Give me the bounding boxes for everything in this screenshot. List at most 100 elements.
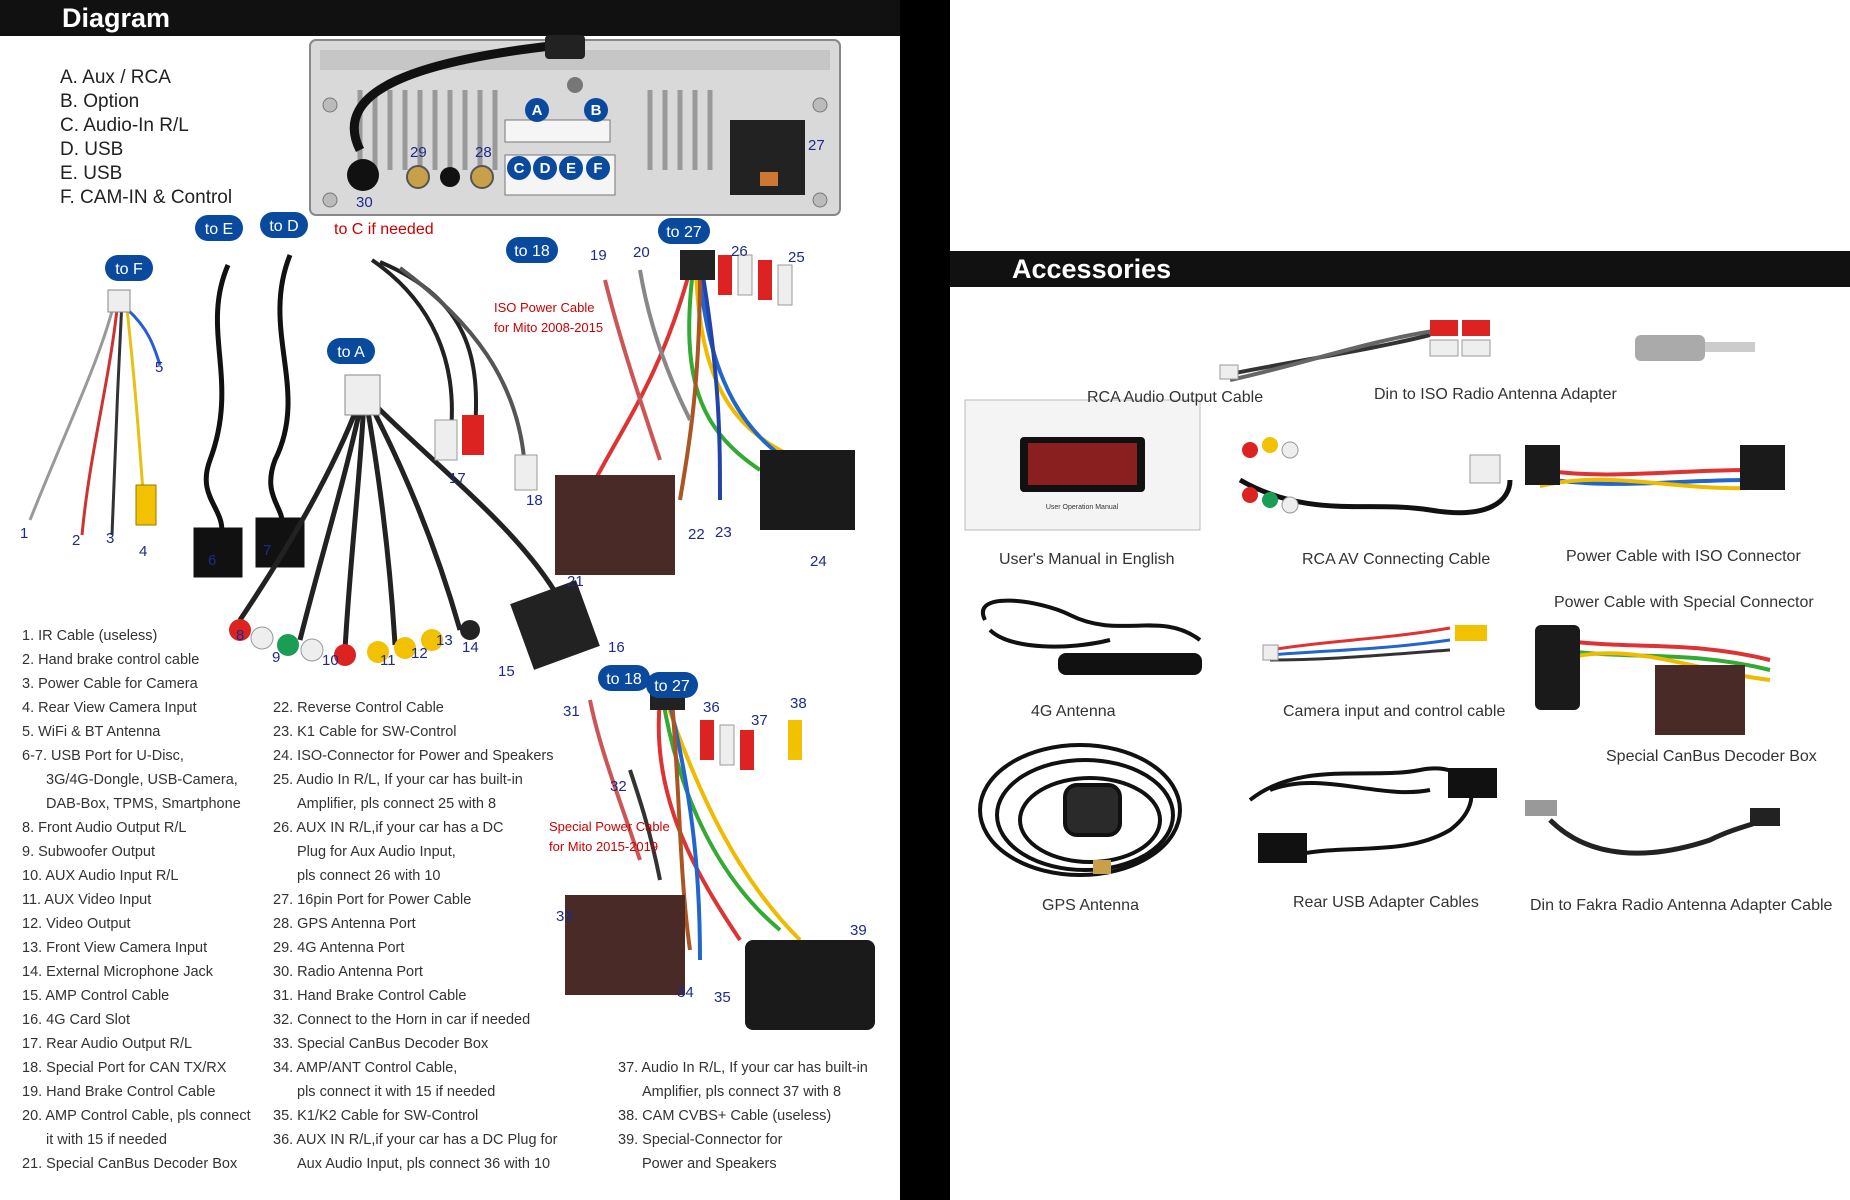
rear-audio-output-cable	[370, 258, 538, 491]
list-item: 38. CAM CVBS+ Cable (useless)	[618, 1108, 832, 1124]
list-item: 6-7. USB Port for U-Disc,	[22, 748, 184, 764]
cable-list-column-1: 1. IR Cable (useless) 2. Hand brake cont…	[22, 624, 251, 1176]
svg-text:27: 27	[808, 137, 825, 154]
svg-text:28: 28	[475, 144, 492, 161]
svg-text:D: D	[540, 160, 551, 177]
accessory-label: Power Cable with Special Connector	[1554, 594, 1814, 611]
special-power-cable	[565, 680, 875, 1030]
note-special-cable: Special Power Cable	[549, 819, 670, 834]
svg-text:2: 2	[72, 532, 80, 549]
list-item: 32. Connect to the Horn in car if needed	[273, 1012, 531, 1028]
head-unit-back: A B C D E F 29 28 27 30	[309, 35, 841, 216]
panel-divider	[900, 0, 950, 1200]
canbus-decoder-box-21	[555, 475, 675, 575]
svg-text:4: 4	[139, 543, 147, 560]
rca-av-cable-image	[1238, 437, 1513, 516]
svg-text:8: 8	[236, 627, 244, 644]
accessory-label: Din to ISO Radio Antenna Adapter	[1374, 386, 1617, 403]
svg-text:30: 30	[356, 194, 373, 211]
accessories-header: Accessories	[950, 251, 1850, 287]
list-item: 1. IR Cable (useless)	[22, 628, 158, 644]
diagram-header: Diagram	[0, 0, 900, 36]
list-item: Amplifier, pls connect 25 with 8	[297, 796, 497, 812]
list-item: 24. ISO-Connector for Power and Speakers	[273, 748, 554, 764]
svg-text:12: 12	[411, 645, 428, 662]
list-item: 27. 16pin Port for Power Cable	[273, 892, 472, 908]
list-item: 19. Hand Brake Control Cable	[22, 1084, 216, 1100]
list-item: 15. AMP Control Cable	[22, 988, 170, 1004]
accessory-label: RCA AV Connecting Cable	[1302, 551, 1491, 568]
svg-text:26: 26	[731, 243, 748, 260]
port-badges: A B C D E F	[507, 98, 610, 180]
list-item: 4. Rear View Camera Input	[22, 700, 197, 716]
svg-text:20: 20	[633, 244, 650, 261]
list-item: Plug for Aux Audio Input,	[297, 844, 456, 860]
gps-antenna-image	[978, 743, 1182, 877]
list-item: 12. Video Output	[22, 916, 131, 932]
cable-number-markers: 1 2 3 4 5 6 7 8 9 10 11 12 13 14 15 16 1…	[20, 243, 867, 1006]
rear-usb-cables-image	[1248, 766, 1497, 863]
svg-text:E: E	[566, 160, 576, 177]
accessory-label: Din to Fakra Radio Antenna Adapter Cable	[1530, 897, 1833, 914]
accessory-label: Rear USB Adapter Cables	[1293, 894, 1479, 911]
note-iso-cable: for Mito 2008-2015	[494, 320, 603, 335]
svg-text:3: 3	[106, 530, 114, 547]
svg-text:C: C	[514, 160, 525, 177]
port-legend: A. Aux / RCA B. Option C. Audio-In R/L D…	[60, 66, 232, 210]
usb-cables	[193, 254, 305, 578]
camera-control-cable	[28, 289, 162, 536]
list-item: 35. K1/K2 Cable for SW-Control	[273, 1108, 479, 1124]
list-item: 33. Special CanBus Decoder Box	[273, 1036, 489, 1052]
din-iso-adapter-image	[1635, 335, 1755, 361]
svg-text:10: 10	[322, 652, 339, 669]
svg-text:7: 7	[263, 542, 271, 559]
list-item: 3G/4G-Dongle, USB-Camera,	[46, 772, 238, 788]
canbus-decoder-box-33	[565, 895, 685, 995]
list-item: 22. Reverse Control Cable	[273, 700, 444, 716]
legend-item: A. Aux / RCA	[60, 67, 171, 88]
list-item: 39. Special-Connector for	[618, 1132, 783, 1148]
svg-text:32: 32	[610, 778, 627, 795]
svg-text:to D: to D	[269, 218, 298, 235]
accessory-label: RCA Audio Output Cable	[1087, 389, 1264, 406]
radio-antenna-port-icon	[347, 159, 379, 191]
special-power-cable-image	[1535, 625, 1771, 710]
pill-to-18-bottom: to 18	[598, 665, 650, 691]
svg-text:to 27: to 27	[654, 678, 690, 695]
wiring-diagram: A B C D E F 29 28 27 30	[20, 35, 875, 1030]
svg-text:33: 33	[556, 908, 573, 925]
svg-text:29: 29	[410, 144, 427, 161]
pill-to-18-top: to 18	[506, 237, 558, 263]
svg-text:19: 19	[590, 247, 607, 264]
svg-text:B: B	[591, 102, 602, 119]
4g-antenna-port-icon	[406, 165, 430, 189]
pill-to-d: to D	[260, 212, 308, 238]
svg-text:25: 25	[788, 249, 805, 266]
diagram-panel: Diagram A. Aux / RCA B. Option C. Audio-…	[0, 0, 900, 1200]
svg-text:5: 5	[155, 359, 163, 376]
svg-text:to 18: to 18	[514, 243, 550, 260]
list-item: DAB-Box, TPMS, Smartphone	[46, 796, 241, 812]
accessory-label: Camera input and control cable	[1283, 703, 1506, 720]
list-item: 3. Power Cable for Camera	[22, 676, 198, 692]
svg-text:39: 39	[850, 922, 867, 939]
svg-text:23: 23	[715, 524, 732, 541]
list-item: 9. Subwoofer Output	[22, 844, 155, 860]
svg-text:A: A	[532, 102, 543, 119]
list-item: it with 15 if needed	[46, 1132, 167, 1148]
accessory-label: GPS Antenna	[1042, 897, 1139, 914]
accessories-illustrations: User Operation Manual	[964, 320, 1785, 877]
list-item: pls connect 26 with 10	[297, 868, 441, 884]
svg-text:15: 15	[498, 663, 515, 680]
svg-text:17: 17	[449, 470, 466, 487]
pill-to-e: to E	[195, 215, 243, 241]
canbus-decoder-box-image	[1655, 665, 1745, 735]
legend-item: E. USB	[60, 163, 123, 184]
list-item: 8. Front Audio Output R/L	[22, 820, 187, 836]
list-item: 25. Audio In R/L, If your car has built-…	[273, 772, 523, 788]
svg-text:18: 18	[526, 492, 543, 509]
list-item: 29. 4G Antenna Port	[273, 940, 405, 956]
svg-text:21: 21	[567, 573, 584, 590]
accessory-label: Special CanBus Decoder Box	[1606, 748, 1817, 765]
list-item: 17. Rear Audio Output R/L	[22, 1036, 193, 1052]
